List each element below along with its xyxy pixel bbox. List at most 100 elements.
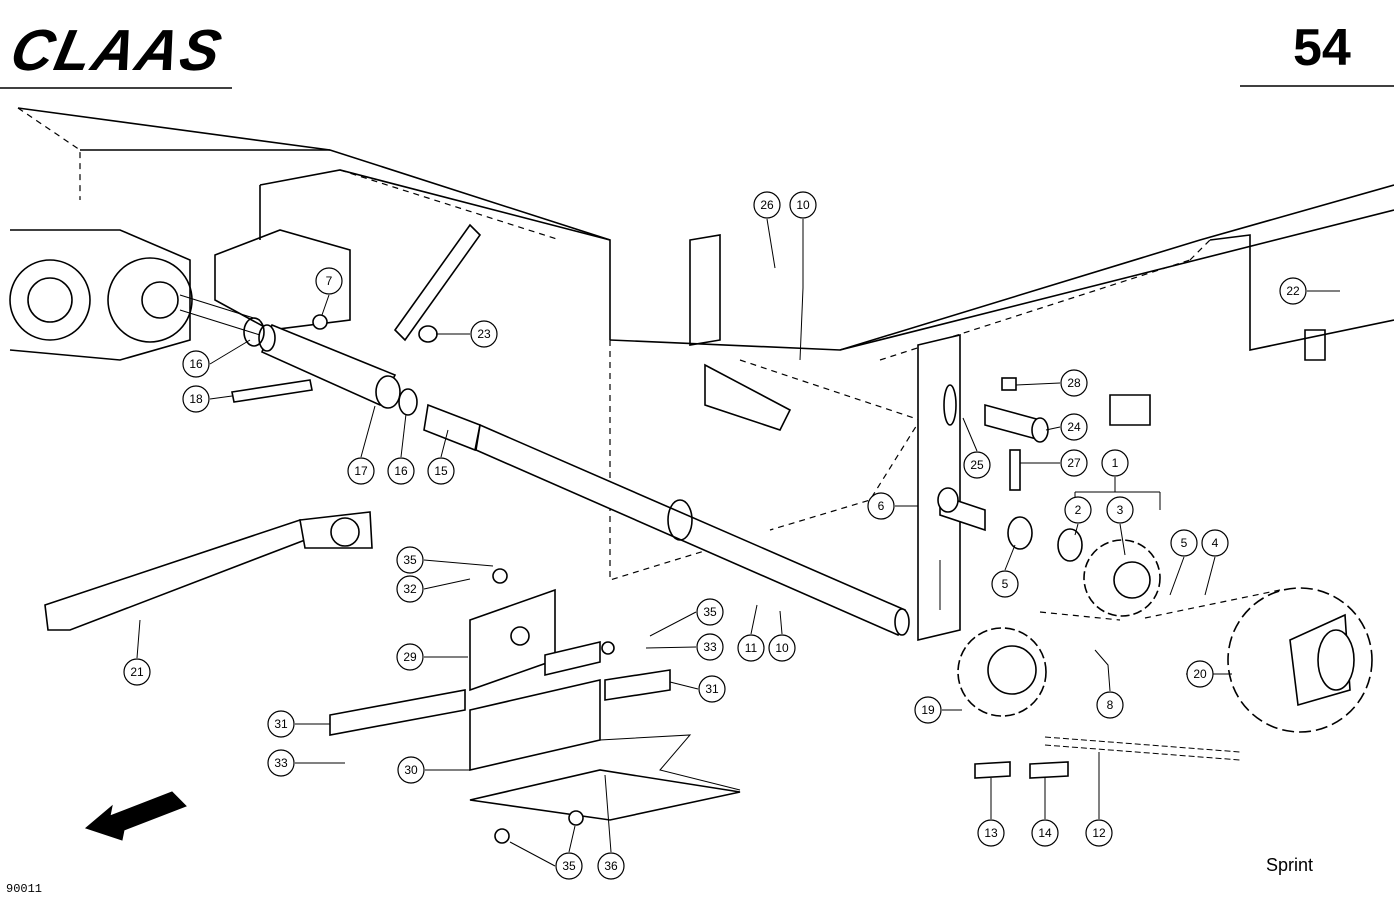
callout-circle bbox=[315, 267, 343, 295]
callout-circle bbox=[1031, 819, 1059, 847]
callout-circle bbox=[737, 634, 765, 662]
callout-number: 32 bbox=[403, 582, 417, 596]
callout-number: 25 bbox=[970, 458, 984, 472]
callout-number: 28 bbox=[1067, 376, 1081, 390]
callout-number: 33 bbox=[703, 640, 717, 654]
callout-number: 35 bbox=[403, 553, 417, 567]
callout-number: 16 bbox=[189, 357, 203, 371]
callout-c32: 32 bbox=[396, 575, 424, 603]
callout-circle bbox=[347, 457, 375, 485]
callout-number: 31 bbox=[705, 682, 719, 696]
callout-number: 21 bbox=[130, 665, 144, 679]
callout-c30: 30 bbox=[397, 756, 425, 784]
callout-circle bbox=[1096, 691, 1124, 719]
callout-c6: 6 bbox=[867, 492, 895, 520]
frame-beam bbox=[17, 107, 1394, 581]
callout-circle bbox=[963, 451, 991, 479]
callout-c12: 12 bbox=[1085, 819, 1113, 847]
callout-c26: 26 bbox=[753, 191, 781, 219]
callout-c33a: 33 bbox=[696, 633, 724, 661]
callout-circle bbox=[1186, 660, 1214, 688]
direction-arrow bbox=[84, 791, 187, 841]
callout-c25: 25 bbox=[963, 451, 991, 479]
callout-c2: 2 bbox=[1064, 496, 1092, 524]
callout-c28: 28 bbox=[1060, 369, 1088, 397]
callout-number: 14 bbox=[1038, 826, 1052, 840]
callout-c3: 3 bbox=[1106, 496, 1134, 524]
callout-c33b: 33 bbox=[267, 749, 295, 777]
callout-number: 26 bbox=[760, 198, 774, 212]
callout-circle bbox=[1060, 369, 1088, 397]
callout-c10a: 10 bbox=[789, 191, 817, 219]
callout-c19: 19 bbox=[914, 696, 942, 724]
lever-handle bbox=[44, 511, 373, 631]
callout-circle bbox=[396, 575, 424, 603]
callout-number: 30 bbox=[404, 763, 418, 777]
callout-number: 3 bbox=[1117, 503, 1124, 517]
callout-number: 10 bbox=[796, 198, 810, 212]
callout-circle bbox=[597, 852, 625, 880]
callout-circle bbox=[867, 492, 895, 520]
callout-circle bbox=[182, 350, 210, 378]
sprocket-19 bbox=[957, 627, 1047, 717]
callout-number: 5 bbox=[1002, 577, 1009, 591]
shaft-assembly bbox=[231, 314, 910, 637]
callout-number: 7 bbox=[326, 274, 333, 288]
callout-circle bbox=[267, 710, 295, 738]
model-name: Sprint bbox=[1266, 855, 1314, 875]
sprocket-3 bbox=[1007, 516, 1161, 617]
callout-c10b: 10 bbox=[768, 634, 796, 662]
callout-number: 20 bbox=[1193, 667, 1207, 681]
callout-circle bbox=[387, 457, 415, 485]
callout-number: 5 bbox=[1181, 536, 1188, 550]
callout-number: 12 bbox=[1092, 826, 1106, 840]
callout-number: 15 bbox=[434, 464, 448, 478]
callout-c22: 22 bbox=[1279, 277, 1307, 305]
callout-circle bbox=[396, 643, 424, 671]
callout-circle bbox=[1279, 277, 1307, 305]
callout-number: 36 bbox=[604, 859, 618, 873]
callout-circle bbox=[123, 658, 151, 686]
callout-circle bbox=[396, 546, 424, 574]
callout-circle bbox=[789, 191, 817, 219]
callout-circle bbox=[696, 633, 724, 661]
callout-circle bbox=[753, 191, 781, 219]
page-number: 54 bbox=[1293, 19, 1351, 77]
callout-c13: 13 bbox=[977, 819, 1005, 847]
callout-circle bbox=[427, 457, 455, 485]
callout-circle bbox=[768, 634, 796, 662]
callout-circle bbox=[397, 756, 425, 784]
callout-number: 29 bbox=[403, 650, 417, 664]
callout-number: 35 bbox=[562, 859, 576, 873]
callout-number: 18 bbox=[189, 392, 203, 406]
callout-number: 24 bbox=[1067, 420, 1081, 434]
callout-c21: 21 bbox=[123, 658, 151, 686]
callout-number: 16 bbox=[394, 464, 408, 478]
callout-number: 6 bbox=[878, 499, 885, 513]
callout-circle bbox=[182, 385, 210, 413]
mounting-brackets bbox=[329, 568, 741, 844]
callout-circle bbox=[1106, 496, 1134, 524]
callout-number: 4 bbox=[1212, 536, 1219, 550]
callout-c5b: 5 bbox=[991, 570, 1019, 598]
callout-circle bbox=[977, 819, 1005, 847]
header-rules bbox=[0, 85, 1394, 89]
document-code: 90011 bbox=[6, 882, 43, 896]
callout-c29: 29 bbox=[396, 643, 424, 671]
callout-circle bbox=[696, 598, 724, 626]
callout-c35b: 35 bbox=[696, 598, 724, 626]
callout-number: 22 bbox=[1286, 284, 1300, 298]
callout-circle bbox=[1170, 529, 1198, 557]
callout-circle bbox=[267, 749, 295, 777]
callout-circle bbox=[1060, 413, 1088, 441]
callout-c15: 15 bbox=[427, 457, 455, 485]
callout-circle bbox=[1064, 496, 1092, 524]
callout-circle bbox=[470, 320, 498, 348]
callout-number: 31 bbox=[274, 717, 288, 731]
callout-circle bbox=[1201, 529, 1229, 557]
callout-number: 19 bbox=[921, 703, 935, 717]
callout-number: 27 bbox=[1067, 456, 1081, 470]
callout-c24: 24 bbox=[1060, 413, 1088, 441]
callout-circle bbox=[1085, 819, 1113, 847]
